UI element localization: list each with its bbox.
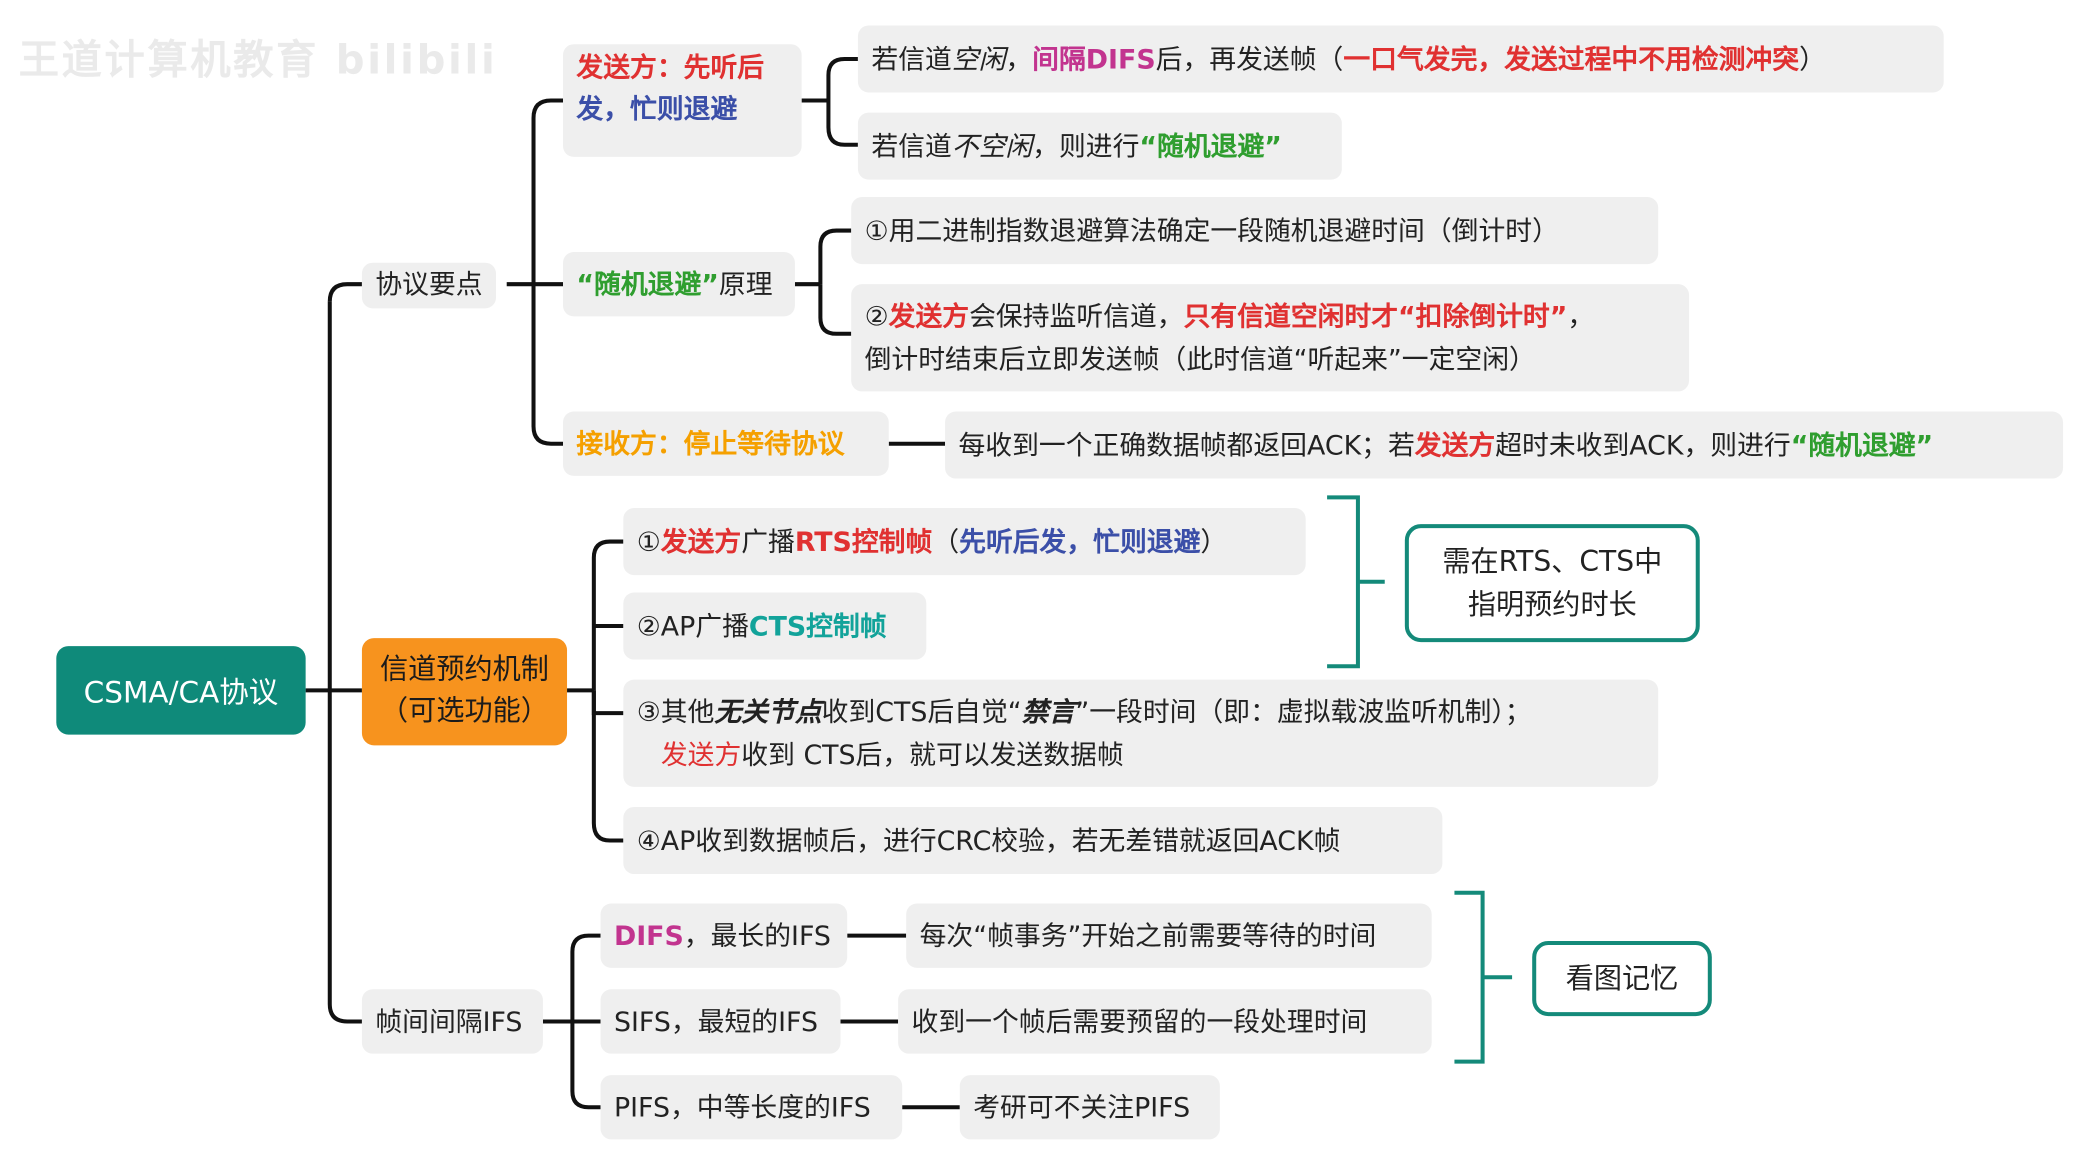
receiver-detail-random-backoff: “随机退避” [1790,428,1934,462]
sender-busy-random-backoff: “随机退避” [1139,130,1282,163]
backoff-step2-num: ② [864,300,889,333]
receiver-node: 接收方：停止等待协议 [563,411,889,476]
step3-text-5: ”一段时间（即：虚拟载波监听机制）； [1075,695,1532,728]
backoff-step2-comma: ， [1567,300,1595,333]
receiver-detail-sender: 发送方 [1414,428,1496,462]
sender-idle-node: 若信道空闲，间隔DIFS后，再发送帧（一口气发完，发送过程中不用检测冲突） [857,25,1944,93]
backoff-label-text: 原理 [718,268,773,301]
backoff-step1-node: ①用二进制指数退避算法确定一段随机退避时间（倒计时） [851,197,1659,265]
ifs-note-box: 看图记忆 [1532,941,1712,1017]
receiver-detail-text-3: 超时未收到ACK，则进行 [1495,428,1791,462]
step3-sender: 发送方 [660,738,742,771]
step1-rts: RTS控制帧 [794,525,933,558]
reservation-step3-node: ③其他无关节点收到CTS后自觉“禁言”一段时间（即：虚拟载波监听机制）； 发送方… [623,679,1659,787]
step1-text: 广播 [741,525,795,558]
sender-busy-text-1: 若信道 [871,130,952,163]
backoff-step2-node: ②发送方会保持监听信道，只有信道空闲时才“扣除倒计时”， 倒计时结束后立即发送帧… [851,284,1690,392]
step3-silence: 禁言 [1021,695,1076,728]
pifs-detail-text: 考研可不关注PIFS [973,1091,1191,1124]
reservation-note-box: 需在RTS、CTS中 指明预约时长 [1404,524,1700,643]
reservation-note-line1: 需在RTS、CTS中 [1442,545,1663,578]
sender-label-line1: 发送方：先听后 [576,50,765,84]
pifs-node: PIFS，中等长度的IFS [600,1075,903,1140]
ifs-node: 帧间间隔IFS [361,989,543,1054]
sender-node: 发送方：先听后 发，忙则退避 [563,44,802,157]
backoff-step2-sender: 发送方 [888,300,970,333]
sifs-label: SIFS，最短的IFS [613,1005,818,1038]
protocol-points-label: 协议要点 [375,268,483,301]
sender-busy-node: 若信道不空闲，则进行“随机退避” [857,112,1342,180]
ifs-note-text: 看图记忆 [1565,962,1679,995]
difs-node: DIFS，最长的IFS [600,903,848,968]
difs-detail-node: 每次“帧事务”开始之前需要等待的时间 [906,903,1432,968]
step3-text-7: 收到 CTS后，就可以发送数据帧 [741,738,1124,771]
sender-idle-text-3: ， [1005,42,1033,76]
sifs-detail-node: 收到一个帧后需要预留的一段处理时间 [898,989,1432,1054]
watermark: 王道计算机教育 bilibili [18,37,498,85]
sender-idle-text-2: 空闲 [951,42,1006,76]
sifs-detail-text: 收到一个帧后需要预留的一段处理时间 [911,1005,1368,1038]
receiver-label: 接收方：停止等待协议 [576,427,845,460]
reservation-step1-node: ①发送方广播RTS控制帧（先听后发，忙则退避） [623,508,1306,576]
step1-num: ① [636,525,661,558]
difs-label: DIFS [613,919,684,952]
difs-detail-text: 每次“帧事务”开始之前需要等待的时间 [919,919,1377,952]
backoff-step2-highlight: 只有信道空闲时才“扣除倒计时” [1183,300,1568,333]
backoff-label-highlight: “随机退避” [576,268,719,301]
sender-idle-text-7: ） [1799,42,1826,76]
pifs-detail-node: 考研可不关注PIFS [959,1075,1220,1140]
sifs-node: SIFS，最短的IFS [600,989,841,1054]
backoff-step2-text: 会保持监听信道， [969,300,1184,333]
pifs-label: PIFS，中等长度的IFS [613,1091,871,1124]
reservation-step2-node: ②AP广播CTS控制帧 [623,592,927,660]
step3-text-1: ③其他 [636,695,715,728]
backoff-step1-text: ①用二进制指数退避算法确定一段随机退避时间（倒计时） [864,214,1559,247]
sender-busy-text-2: 不空闲 [951,130,1033,163]
step2-cts: CTS控制帧 [748,609,887,643]
sender-idle-text-1: 若信道 [871,42,952,76]
step1-paren-close: ） [1200,525,1228,558]
step3-text-3: 收到CTS后自觉“ [821,695,1022,728]
sender-label-line2: 发，忙则退避 [576,92,738,125]
sender-busy-text-3: ，则进行 [1032,130,1140,163]
reservation-label-line2: （可选功能） [380,694,549,727]
step4-text: ④AP收到数据帧后，进行CRC校验，若无差错就返回ACK帧 [636,824,1341,857]
sender-idle-text-5: 后，再发送帧（ [1155,42,1344,76]
backoff-step2-line2: 倒计时结束后立即发送帧（此时信道“听起来”一定空闲） [864,343,1536,376]
reservation-label-line1: 信道预约机制 [380,652,549,685]
receiver-detail-text-1: 每收到一个正确数据帧都返回ACK；若 [958,428,1415,462]
backoff-principle-node: “随机退避”原理 [563,252,795,317]
step3-unrelated-nodes: 无关节点 [714,695,822,728]
reservation-step4-node: ④AP收到数据帧后，进行CRC校验，若无差错就返回ACK帧 [623,806,1443,875]
difs-desc: ，最长的IFS [683,919,831,952]
protocol-points-node: 协议要点 [361,262,496,309]
ifs-label: 帧间间隔IFS [375,1005,523,1038]
reservation-note-line2: 指明预约时长 [1467,588,1637,621]
step2-text: ②AP广播 [636,609,749,643]
step1-paren-open: （ [932,525,960,558]
root-node: CSMA/CA协议 [56,646,306,735]
sender-idle-highlight: 一口气发完，发送过程中不用检测冲突 [1343,42,1800,76]
receiver-detail-node: 每收到一个正确数据帧都返回ACK；若发送方超时未收到ACK，则进行“随机退避” [945,411,2064,479]
step1-sender: 发送方 [660,525,742,558]
reservation-node: 信道预约机制 （可选功能） [361,638,568,746]
sender-idle-difs: 间隔DIFS [1032,42,1156,76]
step1-listen: 先听后发，忙则退避 [959,525,1201,558]
root-label: CSMA/CA协议 [83,676,279,711]
